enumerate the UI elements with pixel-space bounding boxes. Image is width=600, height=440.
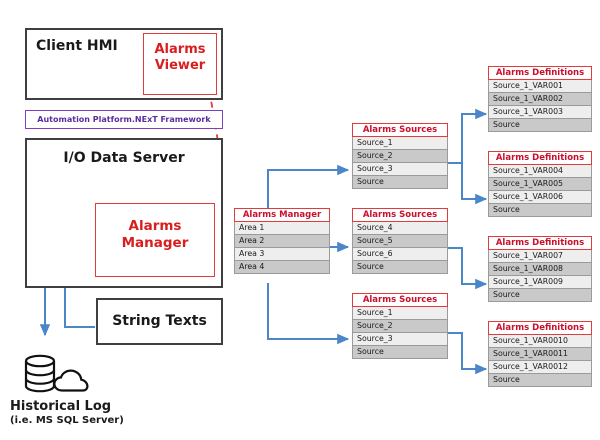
table-row[interactable]: Area 1 <box>234 222 330 235</box>
alarms-definitions-table-header: Alarms Definitions <box>488 236 592 250</box>
alarms-manager-box <box>95 203 215 277</box>
alarms-viewer-box <box>143 33 217 95</box>
alarms-definitions-table-4[interactable]: Alarms Definitions Source_1_VAR0010 Sour… <box>488 321 592 387</box>
table-row[interactable]: Source <box>488 289 592 302</box>
table-row[interactable]: Source_6 <box>352 248 448 261</box>
table-row[interactable]: Area 2 <box>234 235 330 248</box>
table-row[interactable]: Source <box>488 204 592 217</box>
table-row[interactable]: Source <box>352 176 448 189</box>
alarms-manager-table-header: Alarms Manager <box>234 208 330 222</box>
table-row[interactable]: Area 3 <box>234 248 330 261</box>
client-hmi-label: Client HMI <box>36 38 118 54</box>
table-row[interactable]: Source_5 <box>352 235 448 248</box>
automation-platform-framework-box <box>25 110 223 129</box>
historical-log-sublabel: (i.e. MS SQL Server) <box>10 415 124 426</box>
alarms-definitions-table-header: Alarms Definitions <box>488 66 592 80</box>
historical-log-label: Historical Log <box>10 399 112 414</box>
cloud-icon <box>53 369 89 392</box>
table-row[interactable]: Source_1_VAR004 <box>488 165 592 178</box>
alarms-sources-table-header: Alarms Sources <box>352 123 448 137</box>
string-texts-box <box>96 298 223 345</box>
alarms-definitions-table-header: Alarms Definitions <box>488 151 592 165</box>
table-row[interactable]: Source_1_VAR006 <box>488 191 592 204</box>
table-row[interactable]: Source_1_VAR001 <box>488 80 592 93</box>
table-row[interactable]: Source <box>352 346 448 359</box>
alarms-sources-table-2[interactable]: Alarms Sources Source_4 Source_5 Source_… <box>352 208 448 274</box>
table-row[interactable]: Source <box>352 261 448 274</box>
table-row[interactable]: Source_1_VAR007 <box>488 250 592 263</box>
table-row[interactable]: Source_1_VAR003 <box>488 106 592 119</box>
table-row[interactable]: Source_1_VAR002 <box>488 93 592 106</box>
alarms-manager-label-line1: Alarms <box>128 218 182 234</box>
table-row[interactable]: Area 4 <box>234 261 330 274</box>
alarms-sources-table-1[interactable]: Alarms Sources Source_1 Source_2 Source_… <box>352 123 448 189</box>
table-row[interactable]: Source_4 <box>352 222 448 235</box>
table-row[interactable]: Source <box>488 374 592 387</box>
io-data-server-label: I/O Data Server <box>63 150 185 166</box>
table-row[interactable]: Source_3 <box>352 163 448 176</box>
alarms-definitions-table-header: Alarms Definitions <box>488 321 592 335</box>
table-row[interactable]: Source_1 <box>352 307 448 320</box>
table-row[interactable]: Source_1_VAR0012 <box>488 361 592 374</box>
alarms-sources-table-header: Alarms Sources <box>352 293 448 307</box>
table-row[interactable]: Source_1_VAR0011 <box>488 348 592 361</box>
table-row[interactable]: Source_1_VAR009 <box>488 276 592 289</box>
alarms-manager-table[interactable]: Alarms Manager Area 1 Area 2 Area 3 Area… <box>234 208 330 274</box>
database-cylinder-icon <box>24 354 56 393</box>
table-row[interactable]: Source_2 <box>352 150 448 163</box>
alarms-manager-label-line2: Manager <box>121 235 189 251</box>
table-row[interactable]: Source_3 <box>352 333 448 346</box>
alarms-sources-table-3[interactable]: Alarms Sources Source_1 Source_2 Source_… <box>352 293 448 359</box>
alarms-viewer-label-line2: Viewer <box>154 58 206 73</box>
automation-platform-framework-label: Automation Platform.NExT Framework <box>37 115 211 124</box>
alarms-viewer-label-line1: Alarms <box>154 42 206 57</box>
conn-manager-to-sources-1 <box>267 164 350 211</box>
historical-log-icons <box>24 354 89 393</box>
alarms-definitions-table-1[interactable]: Alarms Definitions Source_1_VAR001 Sourc… <box>488 66 592 132</box>
table-row[interactable]: Source_1 <box>352 137 448 150</box>
string-texts-label: String Texts <box>112 313 207 329</box>
table-row[interactable]: Source_1_VAR0010 <box>488 335 592 348</box>
table-row[interactable]: Source <box>488 119 592 132</box>
table-row[interactable]: Source_1_VAR008 <box>488 263 592 276</box>
alarms-sources-table-header: Alarms Sources <box>352 208 448 222</box>
alarms-definitions-table-3[interactable]: Alarms Definitions Source_1_VAR007 Sourc… <box>488 236 592 302</box>
alarms-definitions-table-2[interactable]: Alarms Definitions Source_1_VAR004 Sourc… <box>488 151 592 217</box>
table-row[interactable]: Source_2 <box>352 320 448 333</box>
table-row[interactable]: Source_1_VAR005 <box>488 178 592 191</box>
conn-manager-to-sources-3 <box>267 283 350 345</box>
